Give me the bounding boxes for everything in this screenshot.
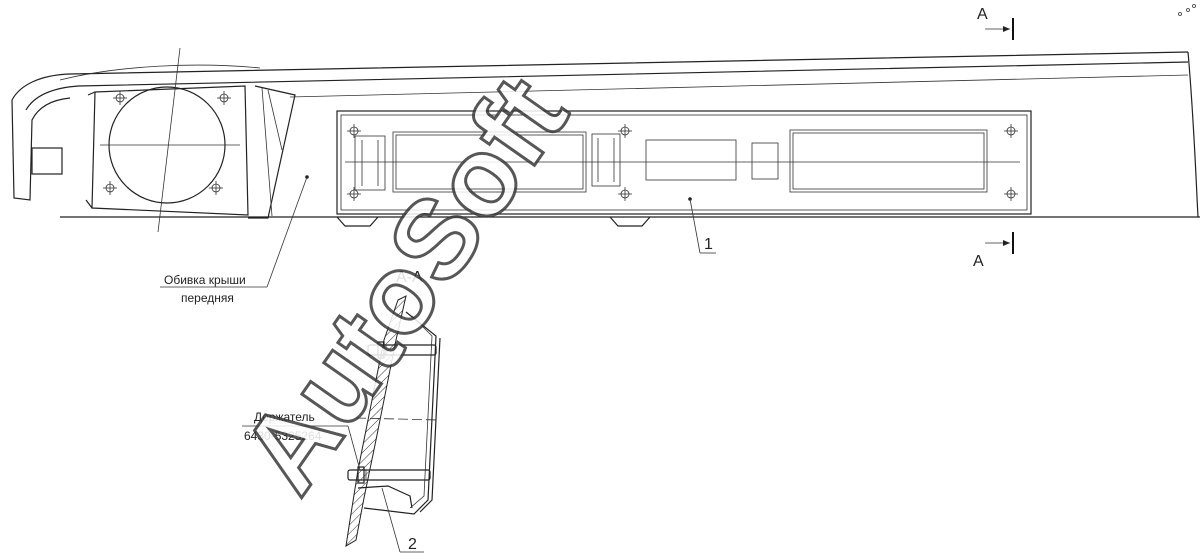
section-a-a-view (345, 295, 441, 547)
item-2-label: 2 (408, 536, 417, 553)
section-view-title: А-А (396, 269, 423, 286)
holder-label-line2: 6430-5325264 (244, 429, 322, 443)
bolt-upper (367, 341, 437, 359)
roof-trim-label-line1: Обивка крыши (164, 273, 246, 287)
autosoft-watermark: AutoSoft (217, 55, 591, 514)
section-cut-bottom (985, 232, 1014, 254)
bolt-lower (347, 466, 431, 484)
holder-label-line1: Держатель (254, 410, 315, 424)
section-mark-bottom-label: A (973, 253, 984, 270)
section-cut-top (985, 18, 1014, 40)
leader-lines (160, 176, 716, 553)
section-mark-top-label: A (977, 6, 988, 23)
roof-front-view (11, 4, 1200, 254)
light-panel (336, 110, 1032, 227)
item-1-label: 1 (704, 236, 713, 253)
roof-hatch (85, 47, 296, 233)
roof-trim-label-line2: передняя (181, 291, 234, 305)
